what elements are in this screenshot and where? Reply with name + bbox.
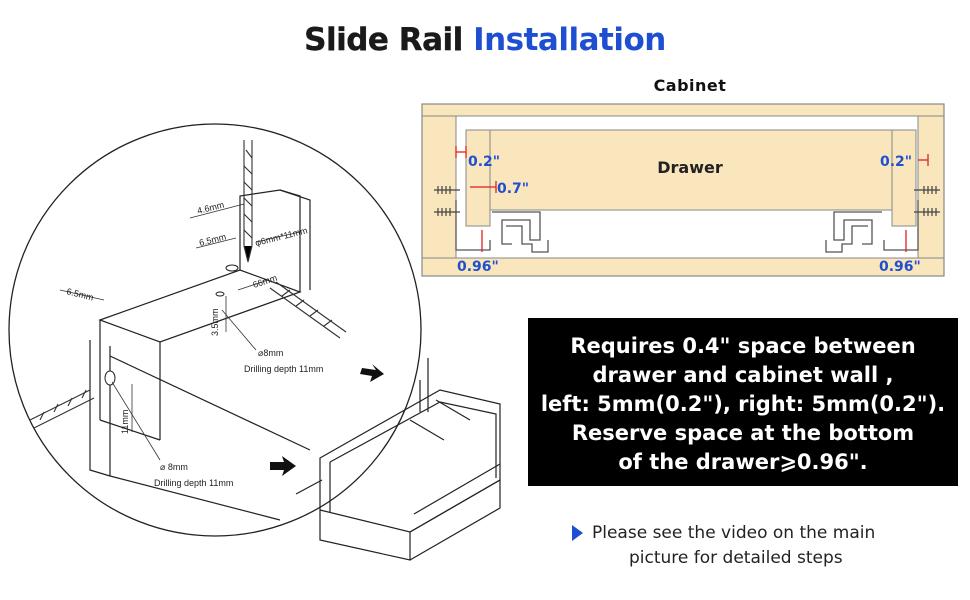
notice-line-1: Requires 0.4" space between <box>570 334 916 358</box>
video-note-line-1: Please see the video on the main <box>592 523 876 543</box>
page-title: Slide Rail Installation <box>0 22 970 58</box>
bottom-left-dim: 0.96" <box>457 259 499 275</box>
notice-line-4: Reserve space at the bottom <box>571 421 915 445</box>
notice-line-3: left: 5mm(0.2"), right: 5mm(0.2"). <box>540 392 946 416</box>
left-rail-bracket <box>455 200 549 253</box>
magnify-circle <box>8 123 422 537</box>
hole-size-a: ⌀8mm <box>258 348 283 358</box>
small-drawer-illustration <box>295 358 501 561</box>
drawer-label: Drawer <box>657 158 723 177</box>
dim-6-5mm-a: 6.5mm <box>198 232 227 248</box>
bottom-right-dim: 0.96" <box>879 259 921 275</box>
hole-size-b: ⌀ 8mm <box>160 462 188 472</box>
notice-line-2: drawer and cabinet wall , <box>592 363 894 387</box>
dim-4-6mm: 4.6mm <box>196 200 225 216</box>
requirements-notice: Requires 0.4" space between drawer and c… <box>528 318 958 486</box>
left-gap-dim: 0.2" <box>468 154 500 170</box>
dim-11mm: 11mm <box>120 410 130 434</box>
left-screws <box>434 186 460 216</box>
notice-line-5: of the drawer⩾0.96". <box>618 450 868 474</box>
title-part-1: Slide Rail <box>304 22 474 58</box>
dimension-marks <box>455 146 929 252</box>
dim-3-5mm: 3.5mm <box>210 308 220 336</box>
title-part-2: Installation <box>473 22 666 58</box>
pointer-arrow-a <box>360 364 384 382</box>
drill-depth-a: Drilling depth 11mm <box>244 364 323 374</box>
cabinet-label: Cabinet <box>653 76 727 95</box>
dim-6-5mm-b: 6.5mm <box>66 286 95 302</box>
rail-offset-dim: 0.7" <box>497 181 529 197</box>
drilling-illustration: 4.6mm 6.5mm φ6mm*11mm 66mm 6.5mm 3.5mm ⌀… <box>8 123 422 537</box>
video-note-line-2: picture for detailed steps <box>629 548 843 568</box>
right-screws <box>914 186 940 216</box>
right-gap-dim: 0.2" <box>880 154 912 170</box>
play-arrow-icon <box>572 525 583 541</box>
video-note: Please see the video on the main picture… <box>572 521 932 571</box>
drill-depth-b: Drilling depth 11mm <box>154 478 233 488</box>
pointer-arrow-b <box>270 456 296 476</box>
right-rail-bracket <box>825 200 919 253</box>
